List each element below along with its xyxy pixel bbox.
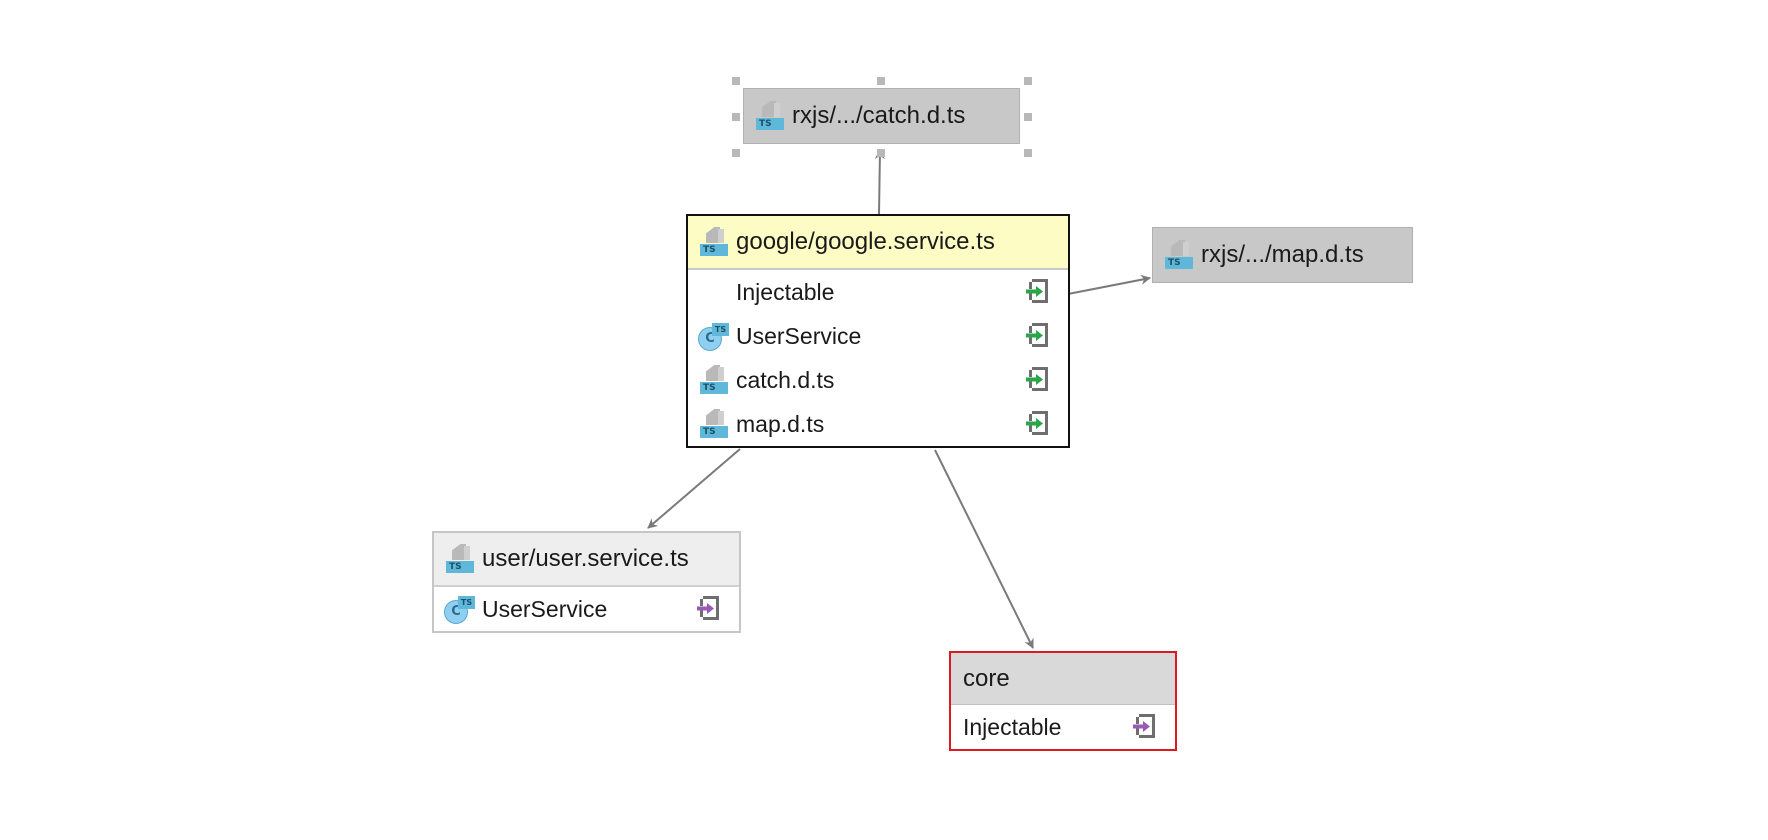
export-icon[interactable]: [697, 596, 721, 622]
selection-handle[interactable]: [877, 149, 885, 157]
node-header: core: [951, 653, 1175, 705]
import-icon[interactable]: [1026, 411, 1050, 437]
ts-file-icon: TS: [754, 100, 786, 132]
member-row-injectable[interactable]: Injectable: [951, 705, 1175, 749]
selection-handle[interactable]: [1024, 77, 1032, 85]
ts-file-icon: TS: [1163, 239, 1195, 271]
blank-icon: [698, 276, 730, 308]
member-row-catch[interactable]: TS catch.d.ts: [688, 358, 1068, 402]
ts-file-icon: TS: [698, 408, 730, 440]
member-label: UserService: [482, 595, 608, 622]
node-google-service[interactable]: TS google/google.service.ts Injectable C…: [686, 214, 1070, 448]
selection-handle[interactable]: [732, 149, 740, 157]
ts-file-icon: TS: [444, 543, 476, 575]
import-icon[interactable]: [1026, 323, 1050, 349]
node-title: core: [963, 664, 1010, 692]
node-header: TS user/user.service.ts: [434, 533, 739, 587]
ts-file-icon: TS: [698, 226, 730, 258]
member-label: catch.d.ts: [736, 366, 835, 393]
node-core[interactable]: core Injectable: [949, 651, 1177, 751]
export-icon[interactable]: [1133, 714, 1157, 740]
selection-handle[interactable]: [1024, 113, 1032, 121]
node-title: user/user.service.ts: [482, 545, 689, 572]
node-header: TS google/google.service.ts: [688, 216, 1068, 270]
member-label: UserService: [736, 322, 862, 349]
node-title: rxjs/.../map.d.ts: [1201, 241, 1364, 268]
member-row-map[interactable]: TS map.d.ts: [688, 402, 1068, 446]
ts-file-icon: TS: [698, 364, 730, 396]
node-title: google/google.service.ts: [736, 228, 995, 255]
import-icon[interactable]: [1026, 279, 1050, 305]
member-label: map.d.ts: [736, 410, 825, 437]
node-title: rxjs/.../catch.d.ts: [792, 102, 966, 129]
import-icon[interactable]: [1026, 367, 1050, 393]
edge-google-to-catch[interactable]: [874, 149, 885, 215]
member-label: Injectable: [736, 278, 835, 305]
selection-handle[interactable]: [732, 77, 740, 85]
selection-handle[interactable]: [877, 77, 885, 85]
node-map-d-ts[interactable]: TS rxjs/.../map.d.ts: [1152, 227, 1413, 283]
node-catch-d-ts[interactable]: TS rxjs/.../catch.d.ts: [743, 88, 1020, 144]
edge-google-to-user-service[interactable]: [647, 448, 741, 529]
edge-google-to-map[interactable]: [1067, 274, 1151, 295]
selection-handle[interactable]: [1024, 149, 1032, 157]
selection-handle[interactable]: [732, 113, 740, 121]
member-label: Injectable: [963, 713, 1062, 740]
member-row-injectable[interactable]: Injectable: [688, 270, 1068, 314]
edge-google-to-core[interactable]: [934, 449, 1034, 649]
